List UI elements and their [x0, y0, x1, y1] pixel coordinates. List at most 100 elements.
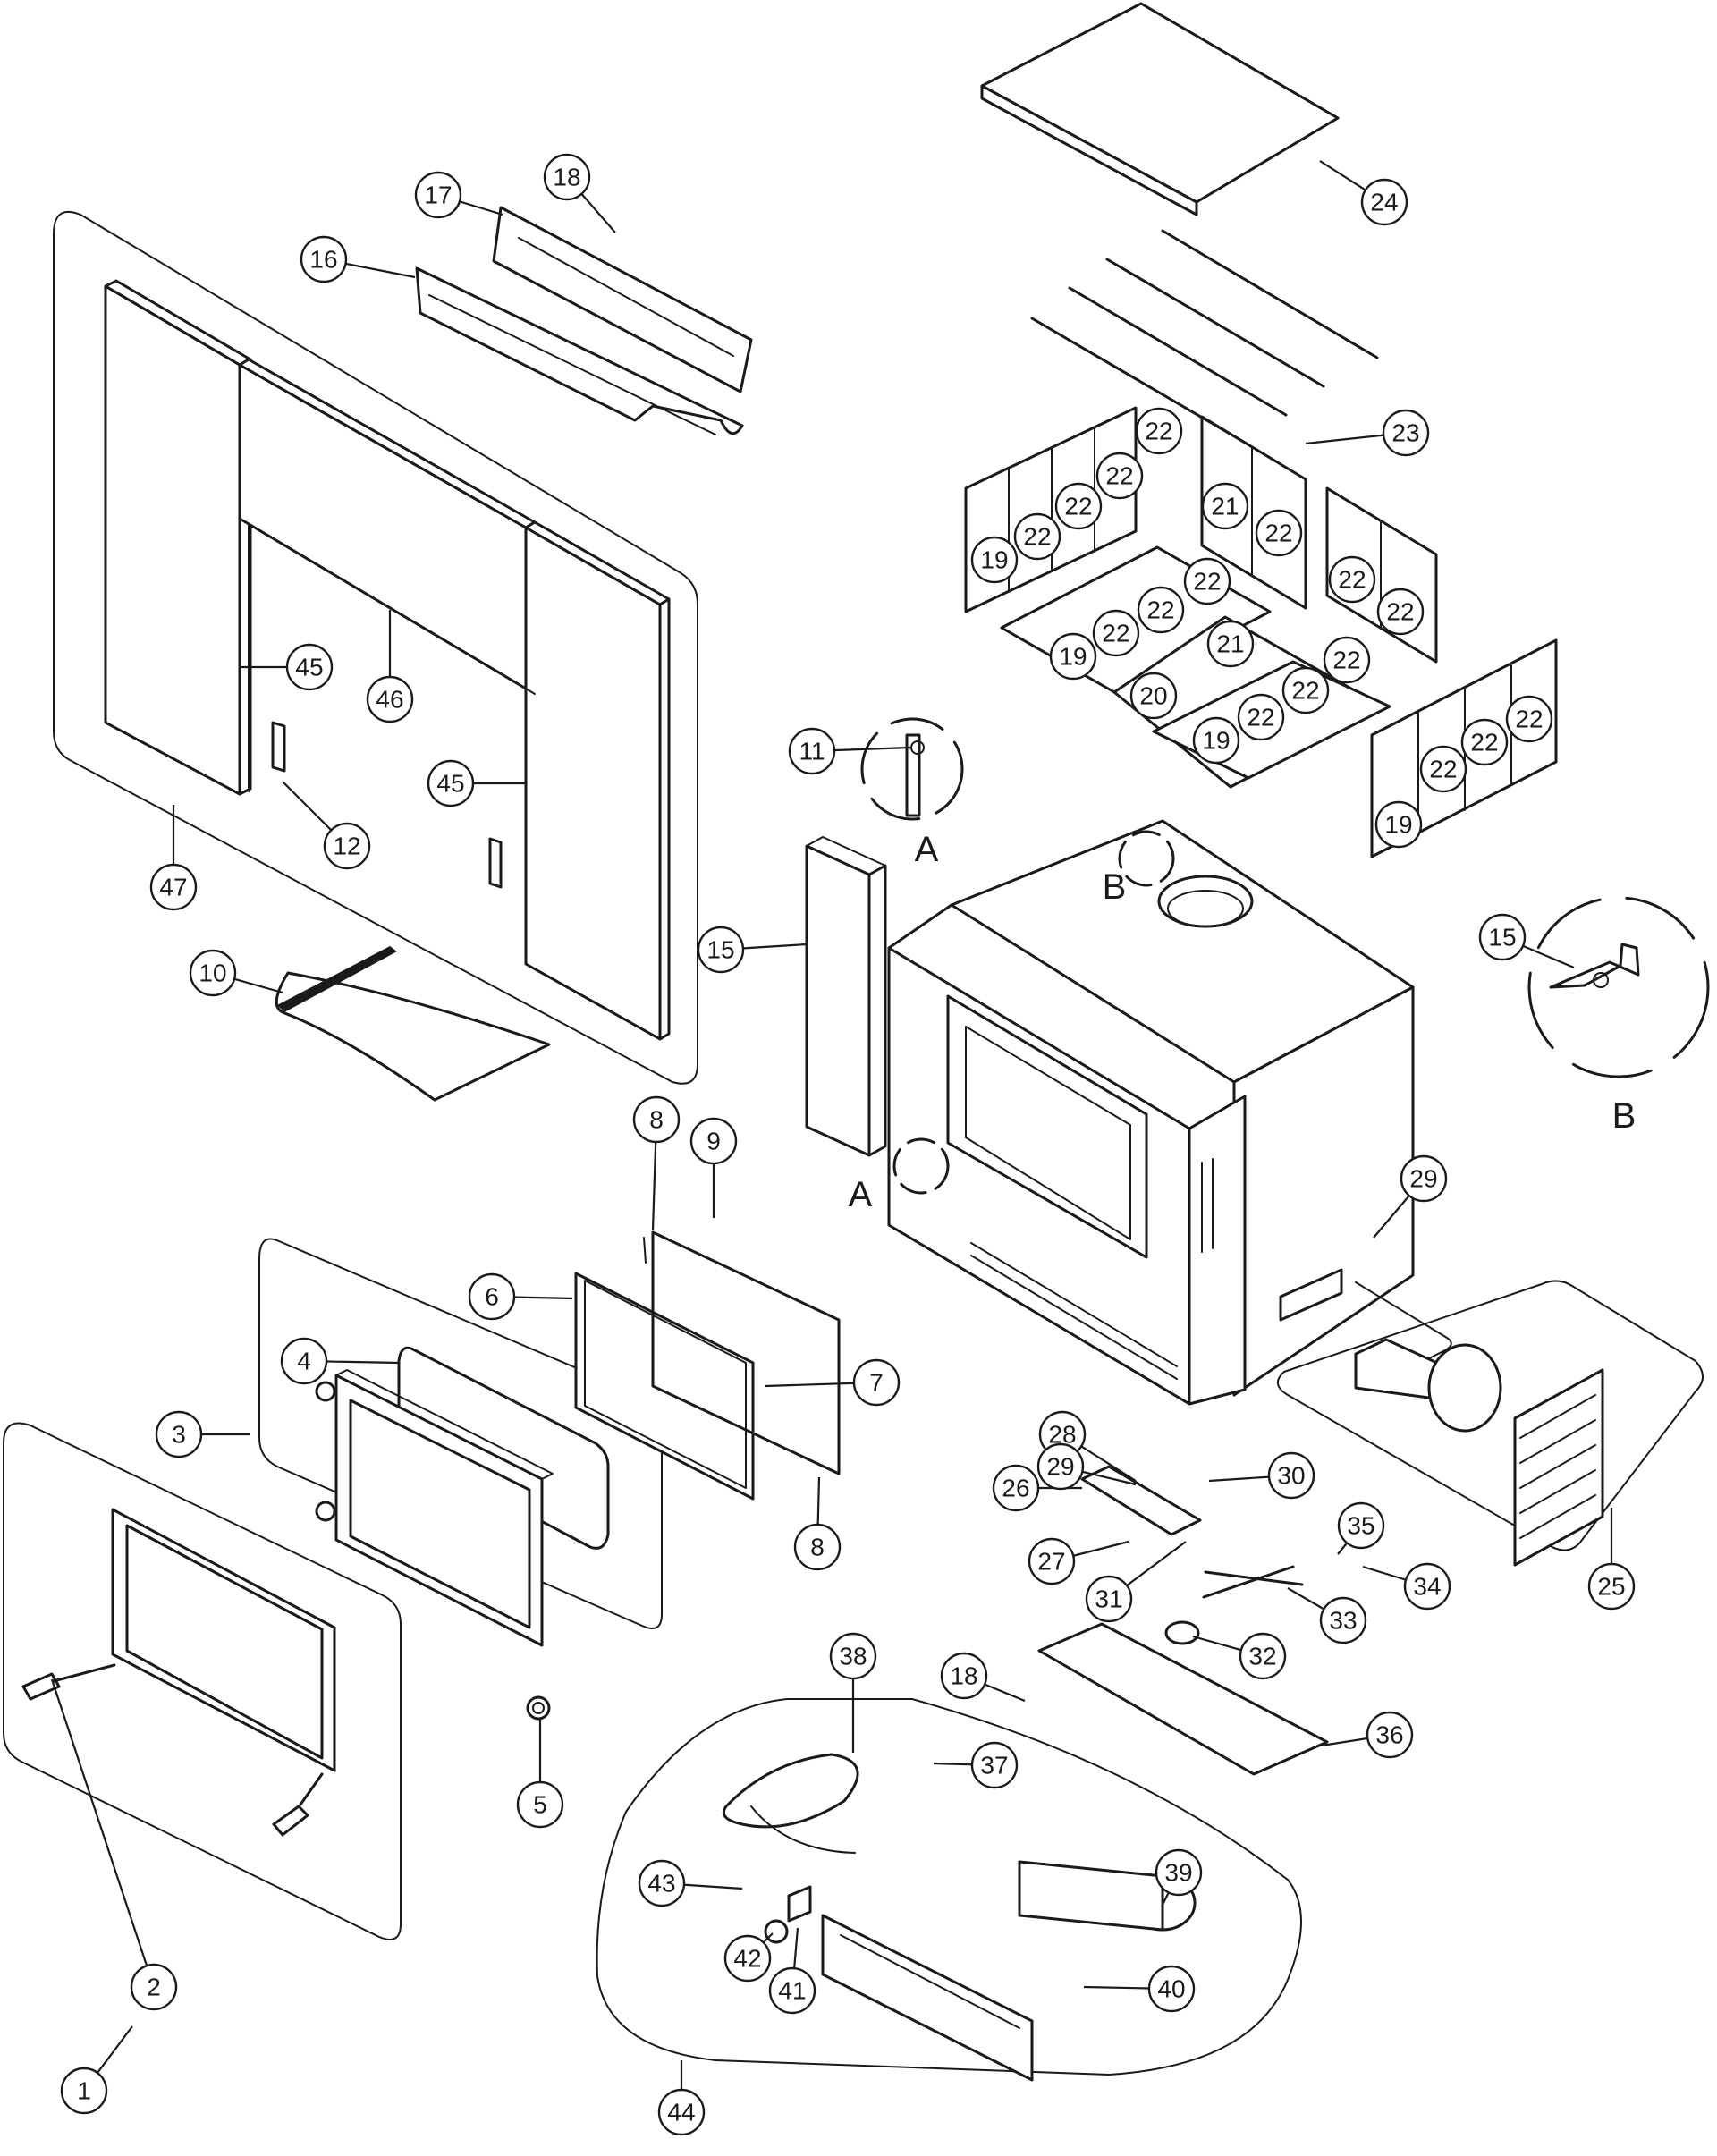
svg-text:33: 33 — [1329, 1607, 1357, 1635]
svg-text:15: 15 — [706, 936, 734, 964]
callout-c21a: 21 — [1201, 482, 1249, 530]
thermostat — [787, 1885, 812, 1923]
callout-c41: 41 — [768, 1966, 816, 2015]
ash-lip — [275, 946, 551, 1102]
lower-deflector — [415, 266, 744, 435]
surround-bracket-right — [488, 837, 503, 889]
callout-c46: 46 — [366, 675, 414, 723]
stove-body — [887, 819, 1415, 1406]
svg-text:23: 23 — [1391, 419, 1419, 447]
svg-text:41: 41 — [778, 1977, 806, 2005]
callout-c19a: 19 — [970, 536, 1019, 584]
stove-flue-collar — [1157, 875, 1254, 928]
svg-text:20: 20 — [1139, 682, 1167, 710]
callout-c22c: 22 — [1095, 452, 1144, 500]
callout-c8a: 8 — [632, 1095, 681, 1144]
svg-text:40: 40 — [1157, 1975, 1185, 2003]
callout-c9: 9 — [689, 1117, 738, 1165]
door-knob — [526, 1695, 551, 1721]
svg-text:22: 22 — [1264, 520, 1292, 547]
callout-c22k: 22 — [1323, 636, 1371, 684]
callout-c22m: 22 — [1237, 693, 1285, 741]
callout-c38: 38 — [829, 1632, 877, 1680]
surround-top-panel — [238, 358, 537, 690]
callout-c30: 30 — [1267, 1451, 1315, 1500]
svg-text:8: 8 — [649, 1106, 664, 1134]
svg-text:22: 22 — [1338, 566, 1366, 594]
blower-outlet-outline — [1277, 1280, 1704, 1551]
svg-text:3: 3 — [172, 1421, 186, 1449]
callout-c42: 42 — [723, 1934, 772, 1983]
svg-text:19: 19 — [1384, 811, 1412, 839]
callout-c20: 20 — [1129, 672, 1178, 720]
callout-c22p: 22 — [1505, 695, 1553, 743]
detail-a-ring-stove — [892, 1137, 950, 1195]
svg-text:22: 22 — [1193, 568, 1221, 596]
svg-text:37: 37 — [980, 1752, 1008, 1780]
callout-c32: 32 — [1239, 1632, 1287, 1680]
svg-text:22: 22 — [1386, 598, 1414, 626]
door-frame — [334, 1369, 554, 1647]
callout-c39: 39 — [1155, 1848, 1203, 1897]
svg-text:21: 21 — [1211, 493, 1239, 520]
callout-c45b: 45 — [427, 759, 475, 807]
svg-text:45: 45 — [436, 770, 464, 798]
callout-c22d: 22 — [1135, 407, 1183, 455]
control-box — [821, 1914, 1034, 2082]
svg-text:32: 32 — [1248, 1643, 1276, 1670]
callout-c8b: 8 — [793, 1523, 842, 1571]
svg-text:46: 46 — [376, 686, 403, 714]
callout-c15b: 15 — [1478, 913, 1527, 961]
svg-text:21: 21 — [1216, 630, 1244, 658]
callout-c21b: 21 — [1206, 620, 1255, 668]
callout-c22o: 22 — [1460, 718, 1509, 766]
callout-c4: 4 — [280, 1337, 328, 1385]
svg-text:44: 44 — [667, 2099, 695, 2126]
svg-text:22: 22 — [1429, 756, 1457, 783]
callout-c31: 31 — [1085, 1575, 1133, 1623]
callout-c22i: 22 — [1137, 586, 1185, 634]
ash-pan-cover — [1037, 1622, 1329, 1776]
svg-text:43: 43 — [647, 1870, 675, 1898]
faceplate-assembly-outline — [53, 210, 698, 1085]
callout-c44: 44 — [657, 2088, 706, 2136]
callout-c37: 37 — [970, 1741, 1019, 1789]
callout-c22a: 22 — [1013, 512, 1061, 561]
electrical-assembly-outline — [596, 1698, 1302, 2076]
svg-text:36: 36 — [1375, 1721, 1403, 1749]
svg-text:8: 8 — [810, 1534, 825, 1561]
front-door-frame — [111, 1508, 336, 1772]
snap-disc — [764, 1919, 789, 1944]
svg-text:17: 17 — [424, 182, 452, 209]
callout-c34: 34 — [1403, 1562, 1451, 1611]
callout-c1: 1 — [60, 2067, 108, 2115]
svg-text:22: 22 — [1064, 493, 1092, 520]
svg-text:4: 4 — [297, 1348, 311, 1375]
svg-text:10: 10 — [199, 960, 226, 987]
svg-text:42: 42 — [733, 1945, 761, 1973]
detail-b-label: B — [1612, 1096, 1637, 1136]
svg-text:19: 19 — [1202, 727, 1230, 755]
callout-c22j: 22 — [1092, 609, 1140, 657]
callout-c22l: 22 — [1281, 666, 1330, 714]
svg-text:26: 26 — [1002, 1475, 1029, 1502]
svg-text:18: 18 — [553, 164, 580, 191]
callout-c29b: 29 — [1036, 1442, 1085, 1491]
baffle-board — [980, 2, 1340, 216]
svg-text:9: 9 — [706, 1128, 721, 1155]
svg-text:47: 47 — [159, 874, 187, 901]
svg-text:1: 1 — [77, 2077, 91, 2105]
svg-text:27: 27 — [1037, 1548, 1065, 1576]
svg-text:31: 31 — [1095, 1585, 1122, 1613]
glass-clip-panel — [643, 1230, 841, 1475]
callout-c11: 11 — [788, 727, 836, 775]
front-door-outline — [3, 1422, 402, 1940]
stove-detail-b-label: B — [1103, 867, 1127, 907]
callout-c16: 16 — [300, 235, 348, 283]
door-hinge — [315, 1381, 336, 1522]
callout-c7: 7 — [852, 1358, 901, 1407]
callout-c43: 43 — [638, 1859, 686, 1907]
air-tubes — [1030, 229, 1379, 445]
